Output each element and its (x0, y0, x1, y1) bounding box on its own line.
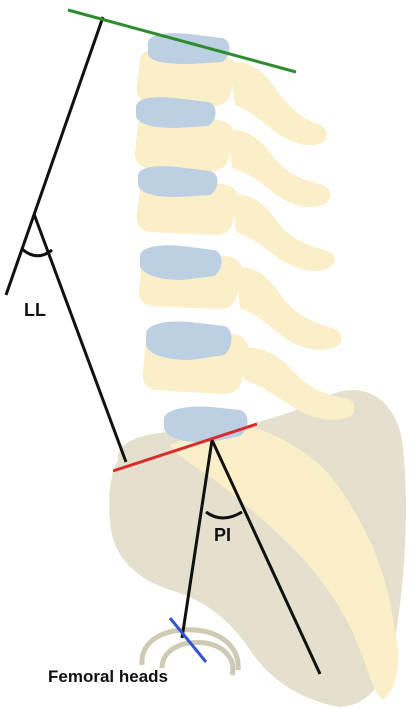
process-l4 (236, 268, 342, 350)
femoral-head-axis-line (170, 618, 206, 662)
disc-6 (164, 407, 248, 443)
disc-4 (140, 245, 222, 280)
process-l5 (242, 348, 355, 420)
femoral-heads-label: Femoral heads (48, 667, 168, 687)
process-l3 (232, 195, 335, 271)
ll-upper-perpendicular (6, 17, 103, 295)
ll-label: LL (24, 300, 46, 321)
disc-3 (138, 166, 218, 197)
disc-1 (148, 33, 230, 64)
femoral-head-right (162, 642, 233, 675)
disc-2 (136, 97, 216, 128)
pi-label: PI (214, 525, 231, 546)
lumbar-lordosis-lines (6, 17, 126, 462)
disc-5 (146, 321, 232, 360)
